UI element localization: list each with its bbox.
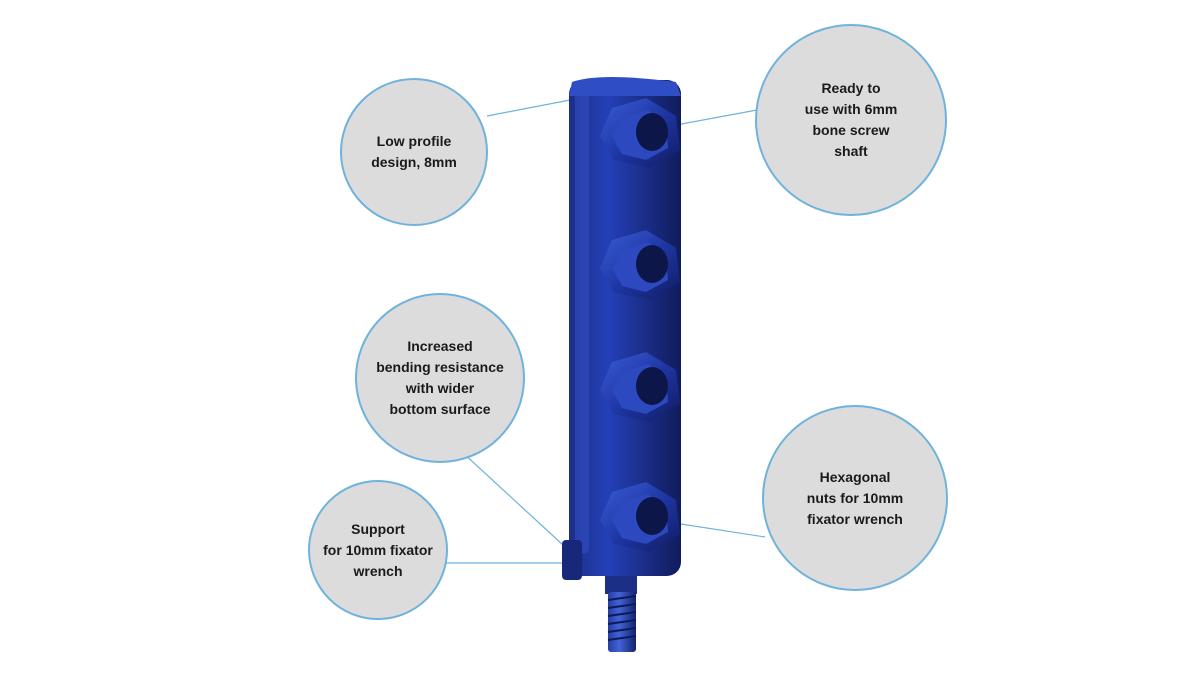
callout-hexagonal-nuts-text: Hexagonal nuts for 10mm fixator wrench [806,468,904,527]
callout-ready-to-use-text: Ready to use with 6mm bone screw shaft [804,80,898,159]
hex-nut-3 [600,352,680,422]
callout-bending-resistance: Increased bending resistance with wider … [355,293,525,463]
callout-ready-to-use: Ready to use with 6mm bone screw shaft [755,24,947,216]
callout-wrench-support: Support for 10mm fixator wrench [308,480,448,620]
callout-wrench-support-text: Support for 10mm fixator wrench [323,520,433,579]
leader-hexagonal [667,521,766,538]
threaded-bolt [605,576,637,652]
callout-low-profile-text: Low profile design, 8mm [371,133,457,170]
hex-nut-1 [600,98,680,168]
callout-hexagonal-nuts: Hexagonal nuts for 10mm fixator wrench [762,405,948,591]
hex-nut-2 [600,230,680,300]
fixator-bar [562,77,681,580]
callout-low-profile: Low profile design, 8mm [340,78,488,226]
callout-bending-resistance-text: Increased bending resistance with wider … [376,338,504,417]
leader-low-profile [486,99,571,117]
leader-bending [461,451,564,546]
hex-nut-4 [600,482,680,552]
